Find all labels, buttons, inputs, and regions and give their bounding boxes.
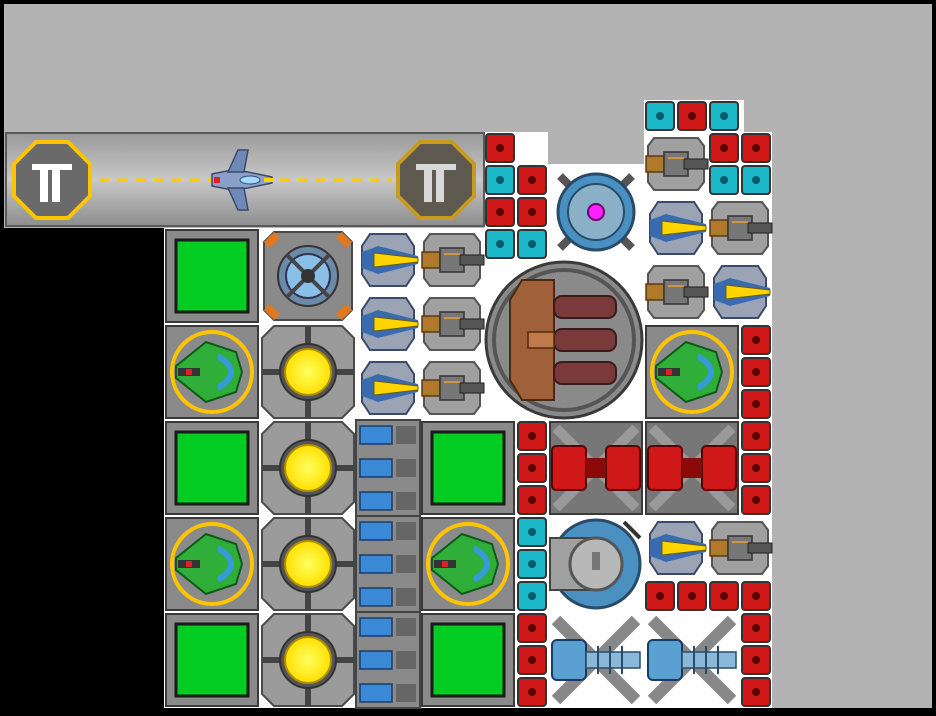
battery-rack[interactable] xyxy=(355,419,421,517)
red-cell[interactable] xyxy=(709,133,739,163)
cell-layer xyxy=(485,101,771,707)
red-cell[interactable] xyxy=(741,677,771,707)
laser-turret[interactable] xyxy=(361,233,419,287)
red-cell[interactable] xyxy=(517,165,547,195)
red-cell[interactable] xyxy=(741,389,771,419)
green-module[interactable] xyxy=(165,229,259,323)
power-core-layer xyxy=(261,325,355,707)
red-cell[interactable] xyxy=(677,101,707,131)
laser-turret[interactable] xyxy=(649,521,707,575)
red-cell[interactable] xyxy=(741,613,771,643)
cyan-cell[interactable] xyxy=(645,101,675,131)
shield-generator[interactable] xyxy=(549,518,642,610)
red-cell[interactable] xyxy=(517,645,547,675)
green-fighter-hangar[interactable] xyxy=(421,517,515,611)
red-cell[interactable] xyxy=(741,453,771,483)
green-fighter-hangar[interactable] xyxy=(165,517,259,611)
red-cell[interactable] xyxy=(517,197,547,227)
battery-rack-layer xyxy=(355,419,421,709)
red-cell[interactable] xyxy=(517,485,547,515)
red-cell[interactable] xyxy=(517,613,547,643)
fighter-icon[interactable] xyxy=(211,149,274,211)
laser-turret[interactable] xyxy=(361,297,419,351)
hangar-layer xyxy=(165,325,739,611)
red-cell[interactable] xyxy=(517,421,547,451)
red-cell[interactable] xyxy=(741,421,771,451)
green-module[interactable] xyxy=(421,421,515,515)
power-core[interactable] xyxy=(261,517,355,611)
green-module[interactable] xyxy=(165,613,259,707)
green-fighter-hangar[interactable] xyxy=(165,325,259,419)
green-fighter-hangar[interactable] xyxy=(645,325,739,419)
red-cell[interactable] xyxy=(741,485,771,515)
laser-turret[interactable] xyxy=(361,361,419,415)
bronze-cannon-layer xyxy=(421,137,773,575)
bronze-cannon[interactable] xyxy=(421,361,485,415)
power-core[interactable] xyxy=(261,325,355,419)
red-cell[interactable] xyxy=(741,325,771,355)
plasma-cannon[interactable] xyxy=(645,421,739,515)
void-left-strip xyxy=(4,228,164,708)
red-cell[interactable] xyxy=(517,453,547,483)
cyan-cell[interactable] xyxy=(485,165,515,195)
launch-strip xyxy=(5,132,485,227)
bronze-cannon[interactable] xyxy=(709,521,773,575)
battery-rack[interactable] xyxy=(355,611,421,709)
battery-rack[interactable] xyxy=(355,515,421,613)
cyan-cell[interactable] xyxy=(517,581,547,611)
green-module-layer xyxy=(165,229,515,707)
red-cell[interactable] xyxy=(517,677,547,707)
red-cell[interactable] xyxy=(485,133,515,163)
gate-icon[interactable] xyxy=(12,140,92,220)
red-cell[interactable] xyxy=(741,581,771,611)
cyan-cell[interactable] xyxy=(517,549,547,579)
bronze-cannon[interactable] xyxy=(421,233,485,287)
cyan-cell[interactable] xyxy=(517,517,547,547)
bronze-cannon[interactable] xyxy=(645,137,709,191)
cyan-cell[interactable] xyxy=(485,229,515,259)
red-cell[interactable] xyxy=(709,581,739,611)
green-module[interactable] xyxy=(165,421,259,515)
blue-thruster[interactable] xyxy=(647,615,737,705)
blue-reactor[interactable] xyxy=(263,231,353,321)
laser-turret-layer xyxy=(361,201,771,575)
red-cell[interactable] xyxy=(645,581,675,611)
sensor-dome[interactable] xyxy=(556,172,636,252)
cyan-cell[interactable] xyxy=(709,101,739,131)
cyan-cell[interactable] xyxy=(517,229,547,259)
laser-turret[interactable] xyxy=(649,201,707,255)
bronze-cannon[interactable] xyxy=(645,265,709,319)
gate-icon[interactable] xyxy=(396,140,476,220)
bronze-cannon[interactable] xyxy=(709,201,773,255)
cyan-cell[interactable] xyxy=(709,165,739,195)
power-core[interactable] xyxy=(261,613,355,707)
heavy-cannon-turret[interactable] xyxy=(484,260,644,420)
red-cell[interactable] xyxy=(741,645,771,675)
power-core[interactable] xyxy=(261,421,355,515)
red-cell[interactable] xyxy=(677,581,707,611)
cyan-cell[interactable] xyxy=(741,165,771,195)
red-cell[interactable] xyxy=(485,197,515,227)
red-cell[interactable] xyxy=(741,133,771,163)
blue-thruster[interactable] xyxy=(551,615,641,705)
green-module[interactable] xyxy=(421,613,515,707)
laser-turret[interactable] xyxy=(713,265,771,319)
red-cell[interactable] xyxy=(741,357,771,387)
bronze-cannon[interactable] xyxy=(421,297,485,351)
plasma-cannon[interactable] xyxy=(549,421,643,515)
